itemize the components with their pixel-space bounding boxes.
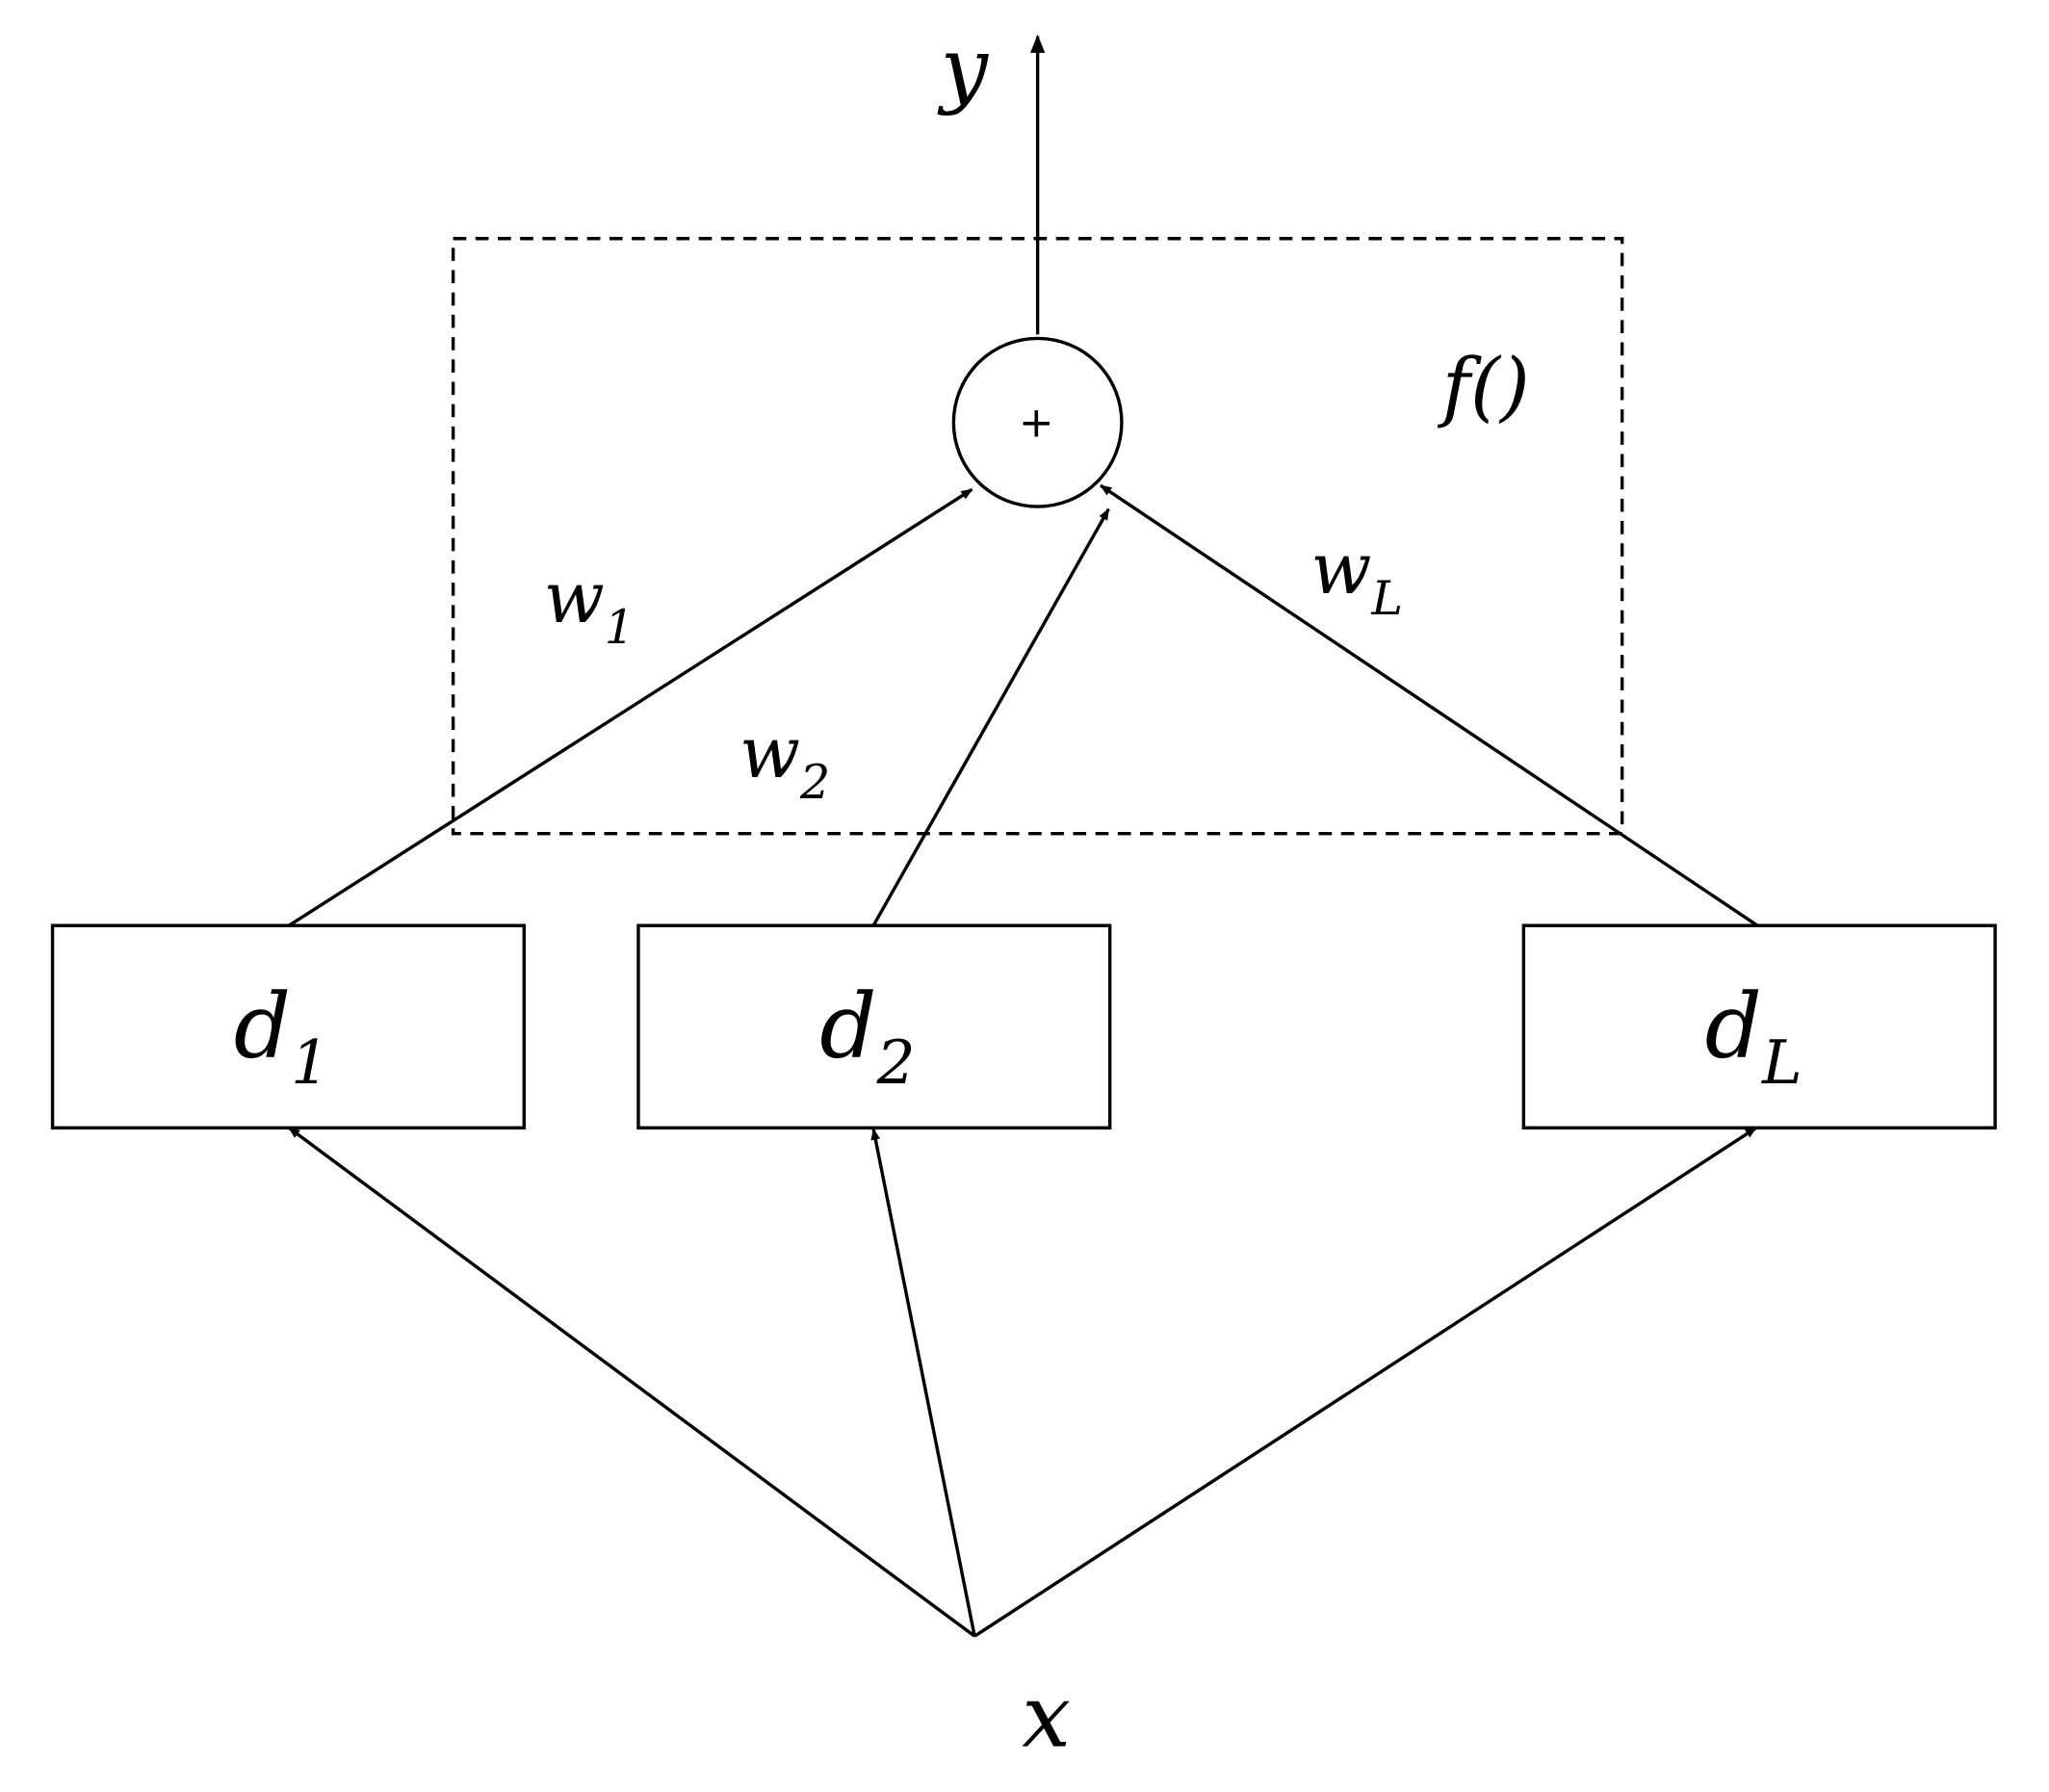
summation-symbol: + [1019,399,1054,448]
edge-d2-to-sum [871,507,1110,927]
weight-label-w2: w2 [739,713,830,810]
combiner-label: f() [1438,342,1530,430]
weight-label-wL: wL [1310,529,1403,626]
summation-node [951,336,1124,508]
edge-x-to-dL [973,1126,1757,1638]
edge-x-to-d2 [870,1128,976,1637]
learner-label-d1: d1 [234,974,329,1098]
learner-box-d2 [636,923,1112,1130]
learner-label-dL: dL [1705,974,1803,1098]
learner-label-d2: d2 [819,974,915,1098]
learner-box-dL [1521,923,1997,1130]
edge-d1-to-sum [288,487,973,927]
output-label: y [937,18,990,117]
edge-x-to-d1 [288,1126,976,1638]
weight-label-w1: w1 [544,558,635,655]
learner-box-d1 [50,923,526,1130]
input-label: x [1022,1667,1071,1768]
edge-dL-to-sum [1100,483,1759,927]
